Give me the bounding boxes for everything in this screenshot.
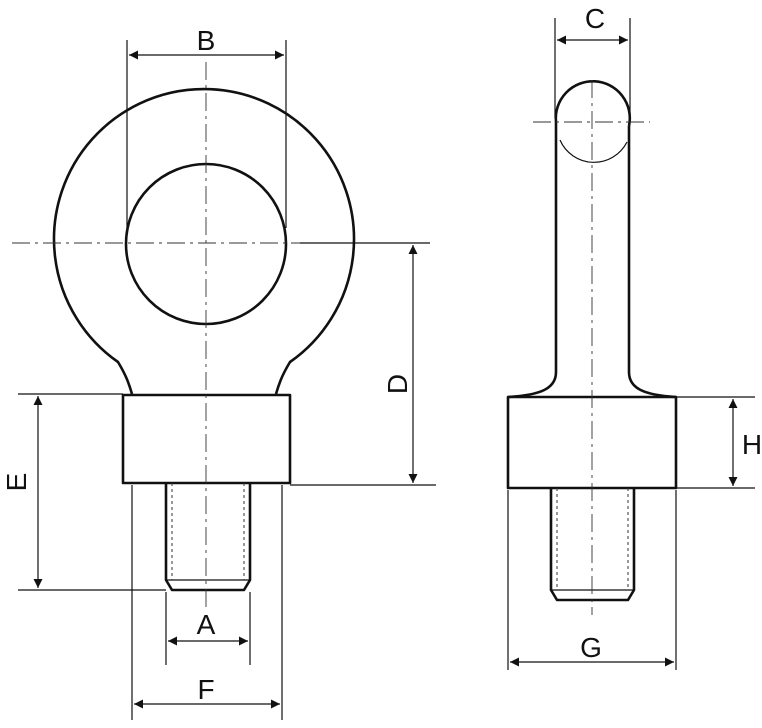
dimension-label-h: H [742,429,762,460]
front-view [12,62,430,612]
dimension-label-f: F [197,674,214,705]
dimension-label-b: B [197,25,216,56]
front-dimensions: B D E A F [1,25,436,720]
shank-stem [507,122,558,399]
dimension-label-d: D [382,374,413,394]
eye-ring-outer [52,87,356,395]
dimension-label-c: C [585,3,605,34]
side-collar [506,395,678,490]
dimension-label-a: A [197,609,216,640]
dimension-label-g: G [580,632,602,663]
side-view [506,80,678,615]
collar [121,393,292,485]
side-thread [549,488,636,602]
side-dimensions: C H G [507,3,762,670]
dimension-label-e: E [1,473,32,492]
thread-shank [164,483,252,592]
